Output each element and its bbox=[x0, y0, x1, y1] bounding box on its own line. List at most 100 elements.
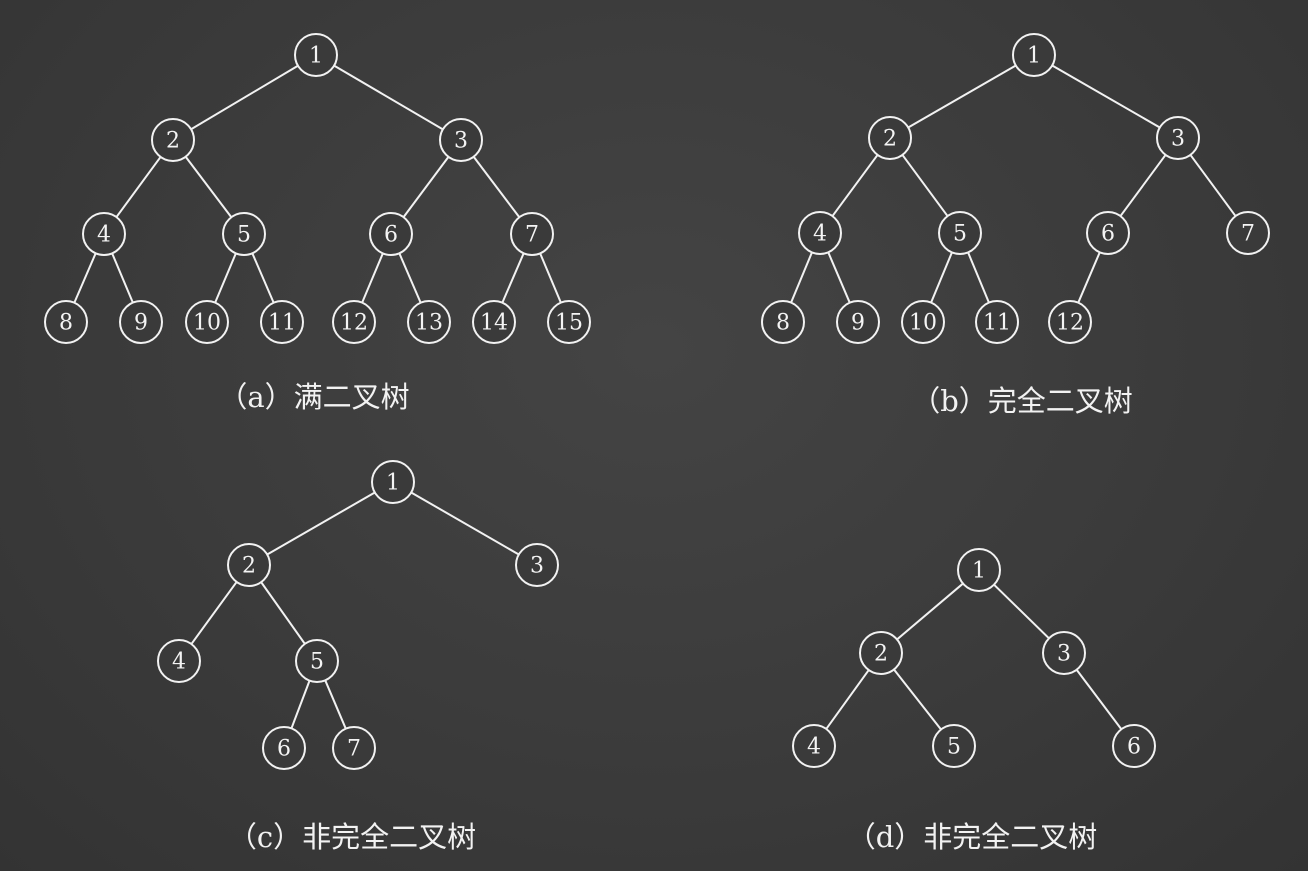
edge-a-7-15 bbox=[539, 252, 562, 304]
edge-a-6-13 bbox=[398, 252, 422, 304]
node-circle-c-3 bbox=[515, 543, 559, 587]
node-circle-d-5 bbox=[932, 724, 976, 768]
node-label-a-8: 8 bbox=[59, 311, 73, 336]
node-label-b-2: 2 bbox=[883, 127, 897, 152]
node-label-a-11: 11 bbox=[268, 311, 296, 336]
edge-b-5-10 bbox=[930, 252, 953, 303]
node-label-d-3: 3 bbox=[1057, 642, 1071, 667]
node-label-b-1: 1 bbox=[1027, 44, 1041, 69]
node-circle-b-12 bbox=[1048, 300, 1092, 344]
node-circle-a-4 bbox=[82, 212, 126, 256]
node-circle-c-5 bbox=[295, 639, 339, 683]
edge-d-1-2 bbox=[896, 582, 964, 641]
node-label-d-5: 5 bbox=[947, 735, 961, 760]
node-circle-c-6 bbox=[262, 726, 306, 770]
node-label-b-8: 8 bbox=[776, 311, 790, 336]
node-label-a-3: 3 bbox=[454, 129, 468, 154]
edge-d-3-6 bbox=[1075, 669, 1123, 730]
node-circle-d-1 bbox=[957, 548, 1001, 592]
edge-a-2-5 bbox=[184, 156, 233, 218]
edge-a-3-7 bbox=[472, 156, 521, 218]
node-label-b-11: 11 bbox=[983, 311, 1011, 336]
node-label-d-1: 1 bbox=[972, 559, 986, 584]
node-label-c-4: 4 bbox=[172, 650, 186, 675]
edge-b-3-6 bbox=[1119, 154, 1167, 217]
node-label-d-2: 2 bbox=[874, 642, 888, 667]
edge-a-4-9 bbox=[111, 252, 134, 304]
edge-b-1-3 bbox=[1051, 64, 1161, 129]
node-label-a-6: 6 bbox=[384, 223, 398, 248]
node-label-c-7: 7 bbox=[347, 737, 361, 762]
node-circle-d-2 bbox=[859, 631, 903, 675]
node-circle-b-11 bbox=[975, 300, 1019, 344]
node-circle-a-9 bbox=[119, 300, 163, 344]
node-label-b-6: 6 bbox=[1101, 222, 1115, 247]
edge-c-1-2 bbox=[266, 491, 376, 556]
node-label-b-5: 5 bbox=[953, 222, 967, 247]
edge-c-1-3 bbox=[410, 491, 520, 556]
node-label-b-9: 9 bbox=[851, 311, 865, 336]
node-label-c-2: 2 bbox=[242, 554, 256, 579]
node-circle-d-6 bbox=[1112, 724, 1156, 768]
node-circle-c-4 bbox=[157, 639, 201, 683]
edge-b-5-11 bbox=[967, 252, 990, 303]
edge-a-3-6 bbox=[402, 156, 450, 218]
node-label-b-7: 7 bbox=[1241, 222, 1255, 247]
node-circle-d-3 bbox=[1042, 631, 1086, 675]
edge-a-5-11 bbox=[251, 252, 275, 304]
node-circle-b-6 bbox=[1086, 211, 1130, 255]
node-circle-c-2 bbox=[227, 543, 271, 587]
node-circle-b-1 bbox=[1012, 33, 1056, 77]
edge-c-2-5 bbox=[260, 581, 306, 645]
node-circle-a-6 bbox=[369, 212, 413, 256]
node-label-a-10: 10 bbox=[193, 311, 221, 336]
edge-b-4-8 bbox=[790, 252, 813, 303]
caption-tree-c: （c）非完全二叉树 bbox=[227, 820, 477, 854]
edge-b-2-5 bbox=[901, 154, 949, 217]
edge-c-5-6 bbox=[290, 680, 311, 729]
node-circle-b-8 bbox=[761, 300, 805, 344]
node-circle-c-7 bbox=[332, 726, 376, 770]
node-circle-a-10 bbox=[185, 300, 229, 344]
edge-a-1-2 bbox=[190, 64, 299, 131]
node-label-b-10: 10 bbox=[909, 311, 937, 336]
node-circle-a-2 bbox=[151, 118, 195, 162]
node-label-b-12: 12 bbox=[1056, 311, 1084, 336]
edge-a-4-8 bbox=[73, 252, 97, 304]
caption-tree-b: （b）完全二叉树 bbox=[911, 384, 1133, 418]
node-circle-a-14 bbox=[472, 300, 516, 344]
node-circle-b-5 bbox=[938, 211, 982, 255]
edge-a-6-12 bbox=[361, 252, 384, 304]
node-label-a-5: 5 bbox=[237, 223, 251, 248]
node-circle-c-1 bbox=[371, 460, 415, 504]
edge-b-1-2 bbox=[907, 64, 1017, 129]
edge-d-2-5 bbox=[893, 668, 942, 731]
node-label-a-7: 7 bbox=[525, 223, 539, 248]
node-circle-b-4 bbox=[798, 211, 842, 255]
node-label-c-3: 3 bbox=[530, 554, 544, 579]
node-circle-b-10 bbox=[901, 300, 945, 344]
node-label-a-2: 2 bbox=[166, 129, 180, 154]
edge-a-2-4 bbox=[115, 156, 162, 218]
edge-b-3-7 bbox=[1189, 154, 1237, 217]
caption-tree-d: （d）非完全二叉树 bbox=[846, 820, 1098, 854]
node-label-a-12: 12 bbox=[340, 311, 368, 336]
node-label-d-4: 4 bbox=[807, 735, 821, 760]
node-circle-a-1 bbox=[294, 33, 338, 77]
node-circle-a-11 bbox=[260, 300, 304, 344]
node-label-b-3: 3 bbox=[1171, 127, 1185, 152]
node-label-b-4: 4 bbox=[813, 222, 827, 247]
node-circle-a-8 bbox=[44, 300, 88, 344]
node-circle-d-4 bbox=[792, 724, 836, 768]
node-label-a-4: 4 bbox=[97, 223, 111, 248]
node-label-a-15: 15 bbox=[555, 311, 583, 336]
node-circle-a-3 bbox=[439, 118, 483, 162]
edge-b-2-4 bbox=[831, 154, 879, 217]
caption-tree-a: （a）满二叉树 bbox=[218, 380, 410, 414]
node-circle-a-12 bbox=[332, 300, 376, 344]
